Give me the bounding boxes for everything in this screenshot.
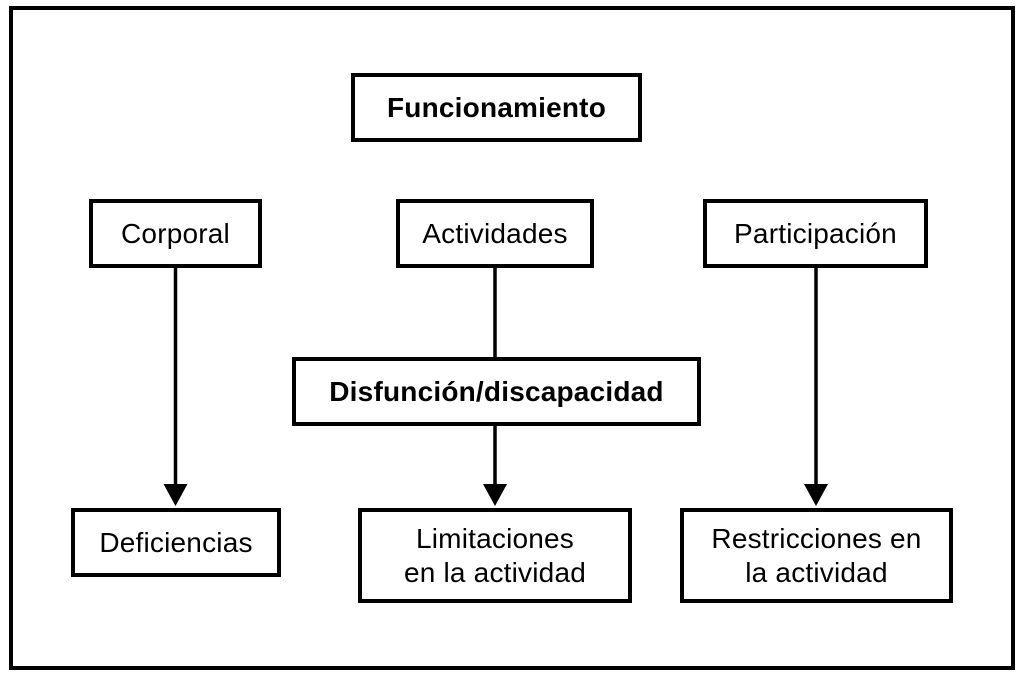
node-participacion-label: Participación: [734, 217, 897, 249]
node-corporal: Corporal: [89, 199, 262, 268]
node-restricciones-label-line1: Restricciones en: [711, 522, 922, 554]
node-limitaciones-label-line1: Limitaciones: [415, 522, 575, 554]
arrow-corporal-to-deficiencias: [163, 266, 188, 506]
node-funcionamiento: Funcionamiento: [351, 73, 642, 142]
node-funcionamiento-label: Funcionamiento: [386, 91, 607, 123]
node-deficiencias-label: Deficiencias: [99, 526, 253, 558]
node-restricciones: Restricciones en la actividad: [680, 508, 953, 603]
node-disfuncion-label: Disfunción/discapacidad: [329, 375, 664, 407]
node-corporal-label: Corporal: [121, 217, 230, 249]
node-limitaciones: Limitaciones en la actividad: [358, 508, 632, 603]
arrow-disfuncion-to-limitaciones: [483, 423, 507, 506]
outer-frame: [9, 6, 1015, 670]
node-deficiencias: Deficiencias: [71, 508, 281, 577]
node-restricciones-label-line2: la actividad: [745, 556, 888, 588]
node-disfuncion: Disfunción/discapacidad: [292, 357, 701, 426]
arrow-participacion-to-restricciones: [804, 266, 828, 506]
node-limitaciones-label-line2: en la actividad: [403, 556, 586, 588]
node-participacion: Participación: [703, 199, 928, 268]
node-actividades: Actividades: [396, 199, 594, 268]
node-actividades-label: Actividades: [422, 217, 568, 249]
